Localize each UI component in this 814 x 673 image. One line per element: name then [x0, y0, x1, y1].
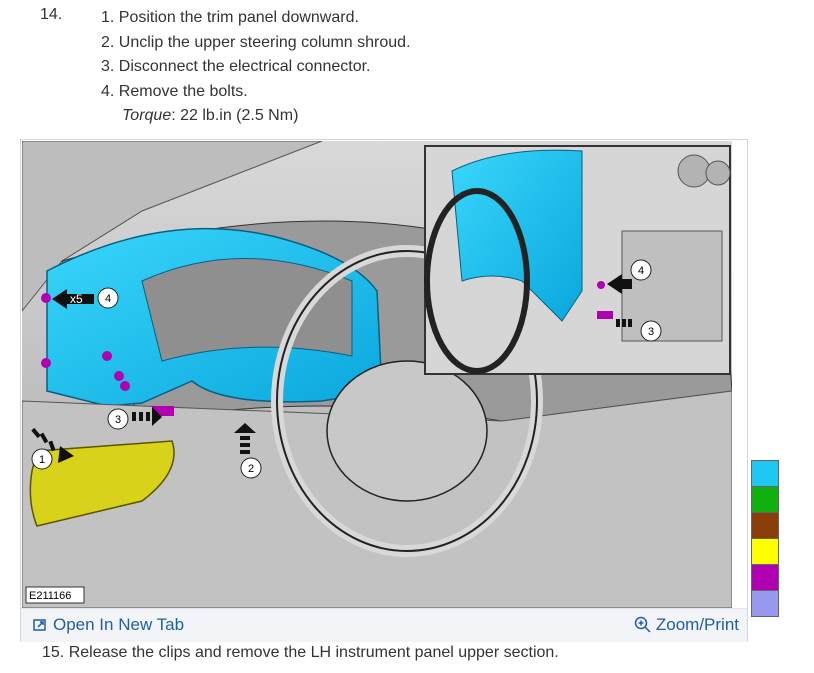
steering-wheel: [271, 245, 543, 557]
legend-swatch-4: [751, 538, 779, 564]
callout-2: 2: [240, 457, 262, 479]
callout-1: 1: [31, 448, 53, 470]
dashed-arrow-1: [31, 427, 74, 463]
procedure-illustration[interactable]: x5 4 3 1 2: [22, 141, 732, 608]
legend-swatch-2: [751, 486, 779, 512]
figure-toolbar: Open In New Tab Zoom/Print: [21, 608, 747, 642]
electrical-connector: [152, 406, 174, 416]
next-step: 15. Release the clips and remove the LH …: [42, 644, 559, 661]
lower-trim-panel: [29, 440, 175, 527]
svg-text:1: 1: [39, 454, 45, 466]
open-new-tab-label: Open In New Tab: [53, 615, 185, 634]
image-id-box: [25, 586, 85, 604]
legend-swatch-3: [751, 512, 779, 538]
substep-1: 1. Position the trim panel downward.: [101, 9, 359, 26]
step-number: 14.: [40, 6, 63, 23]
external-window-icon: [33, 619, 46, 631]
torque-spec: Torque: 22 lb.in (2.5 Nm): [101, 104, 411, 129]
zoom-print-label: Zoom/Print: [655, 615, 739, 634]
svg-text:2: 2: [248, 463, 254, 475]
inset-callout-3: 3: [648, 326, 654, 338]
substep-3: 3. Disconnect the electrical connector.: [101, 58, 371, 75]
svg-text:3: 3: [115, 414, 121, 426]
callout-3: 3: [107, 408, 129, 430]
legend-swatch-5: [751, 564, 779, 590]
inset-detail: 4 3: [424, 145, 731, 375]
callout-4: 4: [97, 287, 119, 309]
substep-4: 4. Remove the bolts.: [101, 82, 248, 100]
zoom-print-link[interactable]: Zoom/Print: [634, 615, 739, 635]
dashed-arrow-2: [234, 423, 256, 454]
steering-hub: [326, 360, 488, 502]
fastener-points: [41, 293, 130, 391]
svg-text:4: 4: [105, 293, 111, 305]
dashed-arrow-3: [132, 407, 162, 426]
torque-value: : 22 lb.in (2.5 Nm): [171, 107, 299, 124]
color-legend: [751, 460, 779, 617]
cluster-opening: [141, 258, 353, 362]
arrow-x5: [52, 289, 94, 309]
substep-list: 1. Position the trim panel downward. 2. …: [101, 6, 411, 129]
torque-label: Torque: [122, 107, 172, 124]
legend-swatch-1: [751, 460, 779, 486]
open-new-tab-link[interactable]: Open In New Tab: [33, 615, 184, 635]
figure-frame: x5 4 3 1 2: [20, 139, 748, 642]
legend-swatch-6: [751, 590, 779, 617]
image-id: E211166: [29, 590, 71, 602]
magnifier-plus-icon: [634, 616, 651, 633]
inset-callout-4: 4: [638, 265, 644, 277]
quantity-label: x5: [70, 292, 83, 306]
substep-2: 2. Unclip the upper steering column shro…: [101, 33, 411, 51]
windshield-pillar: [22, 141, 323, 312]
